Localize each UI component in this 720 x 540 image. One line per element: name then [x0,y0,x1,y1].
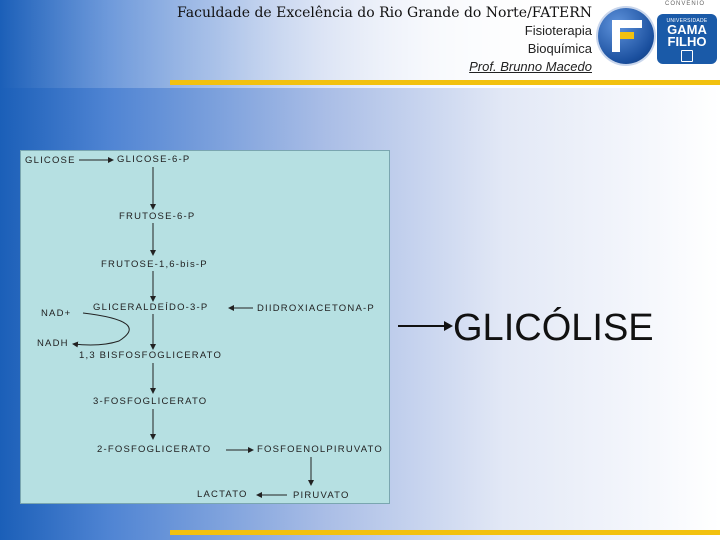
node-fosfoenolpiruvato: FOSFOENOLPIRUVATO [257,444,383,455]
node-13-bisfosfoglicerato: 1,3 BISFOSFOGLICERATO [79,350,223,361]
node-glicose-6-p: GLICOSE-6-P [117,154,191,165]
gama-filho-logo: UNIVERSIDADE GAMA FILHO [657,14,717,64]
node-glicose: GLICOSE [25,155,76,166]
gama-filho-small-text: UNIVERSIDADE [666,18,708,24]
node-frutose-bisfosfato: FRUTOSE-1,6-bis-P [101,259,208,270]
node-lactato: LACTATO [197,489,248,500]
slide-title: GLICÓLISE [453,307,654,349]
node-2-fosfoglicerato: 2-FOSFOGLICERATO [97,444,212,455]
gama-filho-name: GAMA FILHO [667,22,707,49]
right-arrow-icon [398,321,453,331]
bottom-accent-bar [170,530,720,535]
node-frutose-6-p: FRUTOSE-6-P [119,211,196,222]
node-3-fosfoglicerato: 3-FOSFOGLICERATO [93,396,208,407]
crest-icon [681,50,693,62]
node-piruvato: PIRUVATO [293,490,350,501]
pathway-arrows [72,157,314,498]
institution-name: Faculdade de Excelência do Rio Grande do… [177,5,592,21]
fatern-logo-icon [598,8,654,64]
subject-name: Bioquímica [527,41,592,56]
glycolysis-diagram: GLICOSE GLICOSE-6-P FRUTOSE-6-P FRUTOSE-… [20,150,390,504]
node-nad: NAD+ [41,308,72,319]
node-gliceraldeido-3-p: GLICERALDEÍDO-3-P [93,302,209,313]
node-nadh: NADH [37,338,69,349]
course-name: Fisioterapia [524,23,592,38]
convenio-label: CONVENIO [665,1,706,7]
professor-name: Prof. Brunno Macedo [469,59,592,74]
node-diidroxiacetona-p: DIIDROXIACETONA-P [257,303,375,314]
top-accent-bar [170,80,720,85]
